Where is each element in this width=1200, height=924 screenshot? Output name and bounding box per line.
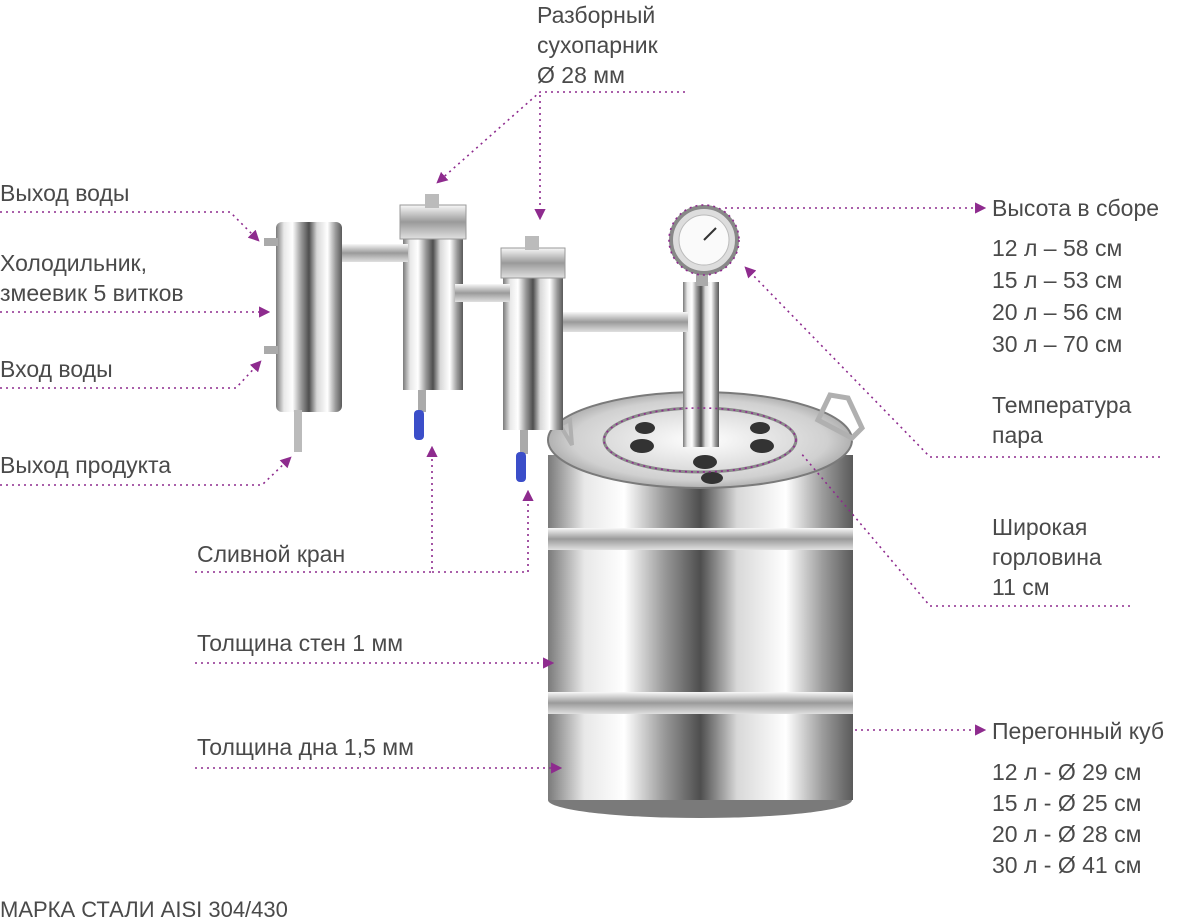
- valve-handle-1: [414, 410, 424, 440]
- label-line: змеевик 5 витков: [0, 280, 184, 306]
- label-product-out: Выход продукта: [0, 452, 172, 478]
- pipe-steamer1-to-steamer2: [455, 284, 510, 302]
- handle-right-shape: [814, 392, 866, 442]
- thermometer-highlight: [668, 204, 740, 276]
- condenser-shape: [264, 222, 408, 452]
- label-bottom-thickness: Толщина дна 1,5 мм: [197, 734, 414, 760]
- lid-clamps: [630, 422, 774, 484]
- label-row: 12 л - Ø 29 см: [992, 759, 1142, 785]
- label-row: 20 л - Ø 28 см: [992, 821, 1142, 847]
- label-line: пара: [992, 422, 1043, 448]
- label-title: Перегонный куб: [992, 718, 1165, 744]
- pot-rib-bottom: [548, 692, 853, 714]
- dry-steamer-2: [500, 236, 566, 482]
- label-water-in: Вход воды: [0, 356, 113, 382]
- label-row: 30 л – 70 см: [992, 331, 1123, 357]
- label-line: Разборный: [537, 2, 656, 28]
- label-water-out: Выход воды: [0, 180, 130, 206]
- label-line: сухопарник: [537, 32, 658, 58]
- label-line: горловина: [992, 544, 1102, 570]
- label-line: Широкая: [992, 514, 1088, 540]
- label-row: 15 л - Ø 25 см: [992, 790, 1142, 816]
- neck-highlight: [603, 407, 797, 473]
- label-dry-steamer: Разборный сухопарник Ø 28 мм: [537, 0, 658, 90]
- steam-column: [540, 205, 739, 447]
- valve-handle-2: [516, 452, 526, 482]
- dry-steamer-1: [399, 194, 510, 440]
- label-condenser: Холодильник, змеевик 5 витков: [0, 248, 184, 308]
- label-row: 20 л – 56 см: [992, 299, 1123, 325]
- label-wall-thickness: Толщина стен 1 мм: [197, 630, 404, 656]
- label-row: 15 л – 53 см: [992, 267, 1123, 293]
- pot-rib-top: [548, 528, 853, 550]
- pipe-column-to-steamer2: [540, 312, 688, 332]
- label-wide-neck: Широкая горловина 11 см: [992, 512, 1102, 602]
- label-row: 12 л – 58 см: [992, 235, 1123, 261]
- label-line: Холодильник,: [0, 250, 148, 276]
- label-line: Температура: [992, 392, 1132, 418]
- leader-lines: [0, 91, 1160, 774]
- still-pot-body: [547, 391, 866, 818]
- label-steel-grade: МАРКА СТАЛИ AISI 304/430: [0, 897, 288, 922]
- pipe-condenser-to-steamer1: [338, 244, 408, 262]
- label-drain-valve: Сливной кран: [197, 541, 346, 567]
- label-line: 11 см: [992, 574, 1050, 600]
- label-assembled-height: Высота в сборе 12 л – 58 см 15 л – 53 см…: [992, 192, 1159, 360]
- label-still-pot: Перегонный куб 12 л - Ø 29 см 15 л - Ø 2…: [992, 716, 1164, 881]
- label-row: 30 л - Ø 41 см: [992, 852, 1142, 878]
- label-title: Высота в сборе: [992, 195, 1160, 221]
- label-vapor-temp: Температура пара: [992, 390, 1131, 450]
- label-line: Ø 28 мм: [537, 62, 625, 88]
